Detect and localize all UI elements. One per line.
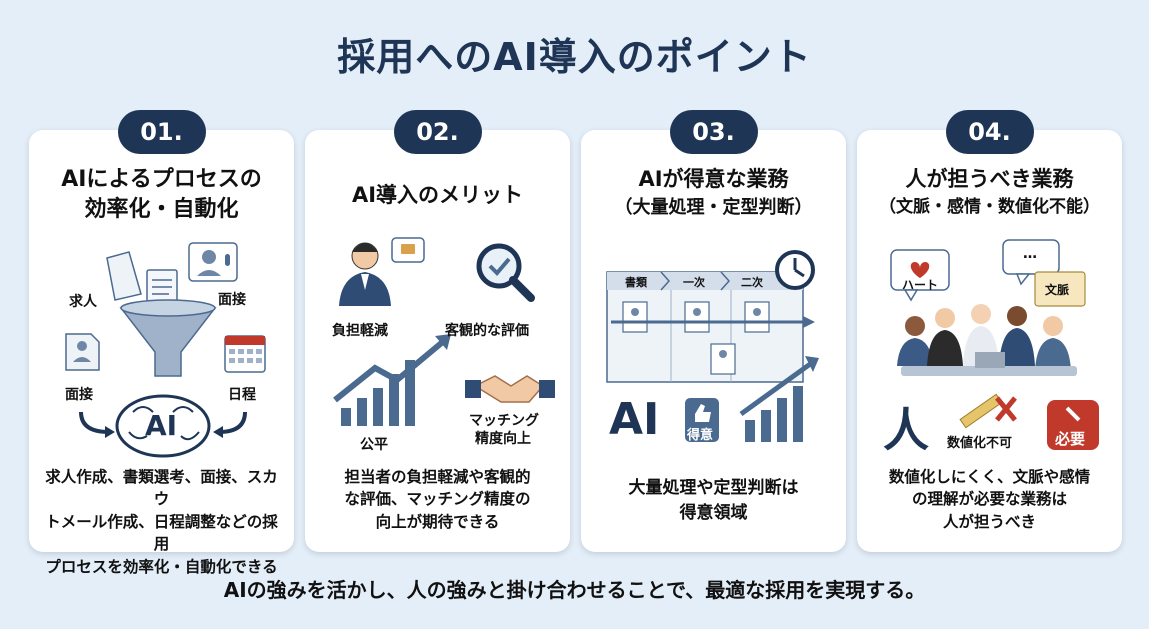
card-title-line1: AI導入のメリット xyxy=(351,183,524,207)
label-futan: 負担軽減 xyxy=(332,323,388,339)
arrow-icon xyxy=(79,411,110,434)
label-ai-big: AI xyxy=(609,394,660,445)
interview-icon xyxy=(188,242,238,282)
card-number-badge: 02. xyxy=(393,110,482,154)
funnel-icon xyxy=(119,299,217,377)
label-mensetsu-top: 面接 xyxy=(218,292,246,308)
card-description: 大量処理や定型判断は 得意領域 xyxy=(628,478,799,523)
calendar-icon xyxy=(224,335,266,373)
funnel-illustration xyxy=(65,242,266,458)
team-discussion-illustration xyxy=(890,239,1099,450)
ai-brain-icon xyxy=(115,394,211,458)
arrow-icon xyxy=(333,337,447,403)
screening-flow-illustration xyxy=(606,250,819,442)
card-description: 数値化しにくく、文脈や感情 の理解が必要な業務は 人が担うべき xyxy=(888,468,1091,531)
card-process-automation: 01. AIによるプロセスの 効率化・自動化 xyxy=(29,110,294,576)
label-kyakkan: 客観的な評価 xyxy=(445,323,529,339)
label-dots: … xyxy=(1023,246,1037,262)
ruler-crossed-icon xyxy=(959,393,1017,429)
card-human-tasks: 04. 人が担うべき業務 （文脈・感情・数値化不能） xyxy=(857,110,1122,552)
heart-bubble-icon xyxy=(890,249,950,302)
label-ichiji: 一次 xyxy=(683,276,705,289)
label-kyujin: 求人 xyxy=(69,294,97,310)
page-title: 採用へのAI導入のポイント xyxy=(337,35,812,79)
document-icon xyxy=(106,251,178,309)
label-mensetsu-left: 面接 xyxy=(65,387,93,403)
label-shorui: 書類 xyxy=(625,276,647,289)
business-person-icon xyxy=(339,242,391,306)
card-title-line1: 人が担うべき業務 xyxy=(905,167,1074,191)
card-number-badge: 03. xyxy=(669,110,758,154)
resume-icon xyxy=(622,301,770,375)
briefcase-icon xyxy=(391,237,425,263)
label-ai: AI xyxy=(145,409,178,442)
card-title-line2: （文脈・感情・数値化不能） xyxy=(879,197,1100,217)
label-niji: 二次 xyxy=(741,276,763,289)
speech-bubble-icon xyxy=(1002,239,1060,286)
growth-chart-icon xyxy=(341,360,415,426)
card-merits: 02. AI導入のメリット xyxy=(305,110,570,552)
magnifier-icon xyxy=(476,243,535,302)
handshake-icon xyxy=(465,375,555,403)
label-hito: 人 xyxy=(883,403,929,457)
label-bunmyaku: 文脈 xyxy=(1045,283,1070,297)
label-matching-line2: 精度向上 xyxy=(475,431,531,447)
card-title-line1: AIが得意な業務 xyxy=(638,167,789,191)
card-number-badge: 01. xyxy=(117,110,206,154)
card-description: 担当者の負担軽減や客観的 な評価、マッチング精度の 向上が期待できる xyxy=(344,468,531,531)
label-nittei: 日程 xyxy=(228,387,256,403)
context-note-icon xyxy=(1034,271,1086,307)
growth-chart-icon xyxy=(745,386,803,442)
card-ai-strengths: 03. AIが得意な業務 （大量処理・定型判断） xyxy=(581,110,846,552)
card-description: 求人作成、書類選考、面接、スカウ トメール作成、日程調整などの採用 プロセスを効… xyxy=(45,468,278,576)
card-number-badge: 04. xyxy=(945,110,1034,154)
applicant-document-icon xyxy=(65,333,100,371)
card-title-line2: （大量処理・定型判断） xyxy=(614,197,813,218)
thumbs-up-icon xyxy=(685,398,719,442)
label-matching-line1: マッチング xyxy=(469,413,539,429)
label-tokui: 得意 xyxy=(687,428,714,443)
merits-illustration xyxy=(333,237,555,426)
card-title-line2: 効率化・自動化 xyxy=(84,197,239,222)
people-group-icon xyxy=(897,304,1077,376)
clock-icon xyxy=(775,250,815,290)
label-suchika: 数値化不可 xyxy=(947,436,1013,451)
card-title-line1: AIによるプロセスの xyxy=(61,167,262,192)
footer-message: AIの強みを活かし、人の強みと掛け合わせることで、最適な採用を実現する。 xyxy=(223,578,926,602)
arrow-icon xyxy=(218,411,247,434)
label-heart: ハート xyxy=(902,278,939,292)
label-kohei: 公平 xyxy=(360,437,388,453)
label-hitsuyo: 必要 xyxy=(1055,430,1086,448)
required-badge-icon xyxy=(1047,400,1099,450)
